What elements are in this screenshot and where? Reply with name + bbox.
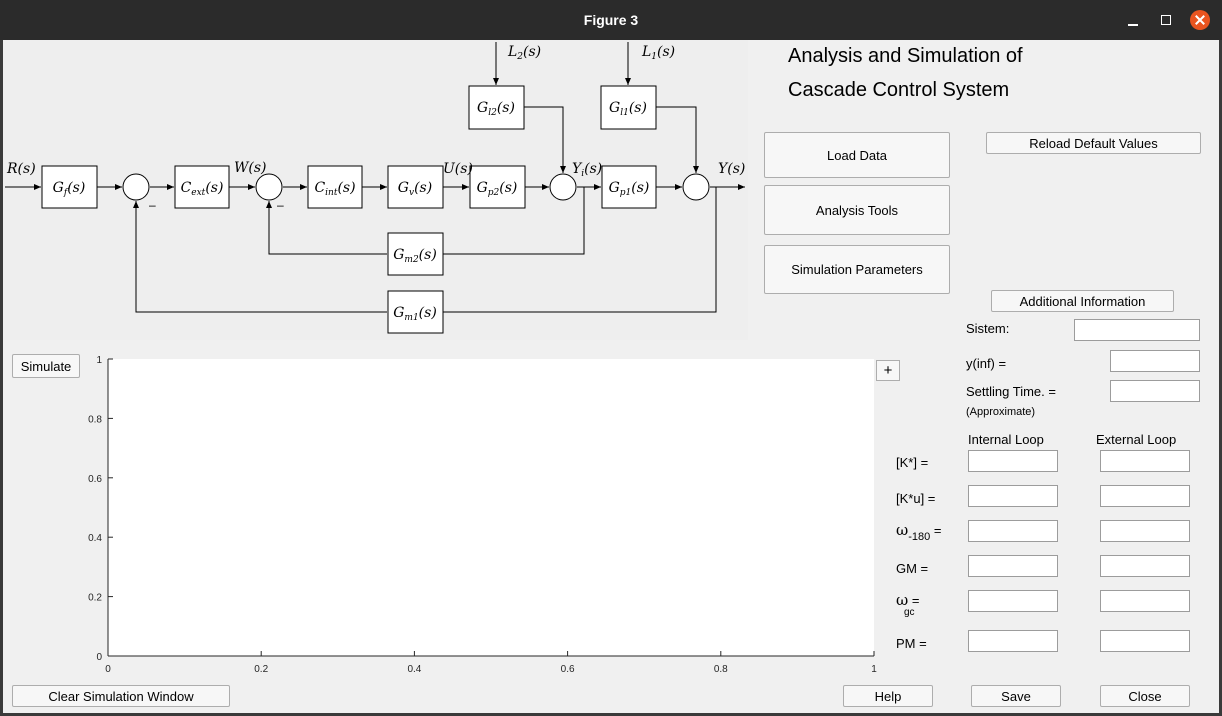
pm-internal-field[interactable] <box>968 630 1058 652</box>
x-tick-label: 0.8 <box>714 664 728 675</box>
pm-label: PM = <box>896 636 927 651</box>
signal-w-label: W(s) <box>234 160 267 176</box>
analysis-tools-button[interactable]: Analysis Tools <box>764 185 950 235</box>
k-star-label: [K*] = <box>896 455 929 470</box>
gm-label: GM = <box>896 561 929 576</box>
zoom-plus-button[interactable]: + <box>876 360 900 381</box>
block-gv-label: Gv(s) <box>398 180 432 198</box>
y-tick-label: 0.6 <box>88 474 102 485</box>
signal-u-label: U(s) <box>443 161 473 177</box>
x-tick-label: 0.2 <box>254 664 268 675</box>
approximate-label: (Approximate) <box>966 406 1036 418</box>
yinf-label: y(inf) = <box>966 356 1007 371</box>
maximize-icon[interactable] <box>1156 10 1176 30</box>
y-tick-label: 0.8 <box>88 414 102 425</box>
minus-sign-outer: – <box>149 198 156 212</box>
omega-gc-external-field[interactable] <box>1100 590 1190 612</box>
x-tick-label: 0.6 <box>561 664 575 675</box>
omega-180-internal-field[interactable] <box>968 520 1058 542</box>
omega-gc-internal-field[interactable] <box>968 590 1058 612</box>
settling-time-label: Settling Time. = <box>966 384 1056 399</box>
y-tick-label: 1 <box>96 355 102 366</box>
window-titlebar: Figure 3 <box>0 0 1222 40</box>
omega-gc-label: ω = gc <box>896 591 920 618</box>
signal-r-label: R(s) <box>6 161 36 177</box>
block-gl1-label: Gl1(s) <box>609 100 647 118</box>
y-tick-label: 0.4 <box>88 533 102 544</box>
signal-y-label: Y(s) <box>718 161 745 177</box>
simulate-button[interactable]: Simulate <box>12 354 80 378</box>
save-button[interactable]: Save <box>971 685 1061 707</box>
minus-sign-inner: – <box>277 198 284 212</box>
reload-default-values-button[interactable]: Reload Default Values <box>986 132 1201 154</box>
signal-yi-label: Yi(s) <box>572 161 602 179</box>
disturbance-l1-label: L1(s) <box>641 44 675 62</box>
pm-external-field[interactable] <box>1100 630 1190 652</box>
figure-client-area: Gf(s) Cext(s) Cint(s) Gv(s) Gp2(s) Gp1(s… <box>3 40 1219 713</box>
omega-180-label: ω-180 = <box>896 521 942 543</box>
y-tick-label: 0.2 <box>88 593 102 604</box>
sistem-field[interactable] <box>1074 319 1200 341</box>
x-tick-label: 1 <box>871 664 877 675</box>
k-star-external-field[interactable] <box>1100 450 1190 472</box>
clear-simulation-window-button[interactable]: Clear Simulation Window <box>12 685 230 707</box>
block-cext-label: Cext(s) <box>181 180 224 198</box>
window-title: Figure 3 <box>583 12 639 28</box>
minimize-icon[interactable] <box>1123 10 1143 30</box>
cascade-block-diagram: Gf(s) Cext(s) Cint(s) Gv(s) Gp2(s) Gp1(s… <box>3 40 748 340</box>
outer-summing-junction <box>122 173 150 201</box>
omega-180-external-field[interactable] <box>1100 520 1190 542</box>
gm-internal-field[interactable] <box>968 555 1058 577</box>
external-loop-header: External Loop <box>1096 432 1177 447</box>
app-heading-line2: Cascade Control System <box>788 79 1010 101</box>
l2-summing-junction <box>549 173 577 201</box>
settling-time-field[interactable] <box>1110 380 1200 402</box>
internal-loop-header: Internal Loop <box>968 432 1044 447</box>
block-gm1-label: Gm1(s) <box>393 305 437 323</box>
additional-information-button[interactable]: Additional Information <box>991 290 1174 312</box>
simulation-parameters-button[interactable]: Simulation Parameters <box>764 245 950 294</box>
app-heading-line1: Analysis and Simulation of <box>788 45 1023 67</box>
k-star-internal-field[interactable] <box>968 450 1058 472</box>
help-button[interactable]: Help <box>843 685 933 707</box>
load-data-button[interactable]: Load Data <box>764 132 950 178</box>
gm-external-field[interactable] <box>1100 555 1190 577</box>
yinf-field[interactable] <box>1110 350 1200 372</box>
l1-summing-junction <box>682 173 710 201</box>
block-gl2-label: Gl2(s) <box>477 100 515 118</box>
disturbance-l2-label: L2(s) <box>507 44 541 62</box>
sistem-label: Sistem: <box>966 321 1010 336</box>
k-star-u-internal-field[interactable] <box>968 485 1058 507</box>
x-tick-label: 0 <box>105 664 111 675</box>
close-window-icon[interactable] <box>1190 10 1210 30</box>
block-gp2-label: Gp2(s) <box>477 180 518 198</box>
inner-summing-junction <box>255 173 283 201</box>
x-tick-label: 0.4 <box>407 664 421 675</box>
block-gm2-label: Gm2(s) <box>393 247 437 265</box>
plot-area <box>108 359 874 656</box>
k-star-u-label: [K*u] = <box>896 491 936 506</box>
y-tick-label: 0 <box>96 652 102 663</box>
block-gf-label: Gf(s) <box>53 180 86 198</box>
close-button[interactable]: Close <box>1100 685 1190 707</box>
block-gp1-label: Gp1(s) <box>609 180 650 198</box>
block-cint-label: Cint(s) <box>314 180 355 198</box>
k-star-u-external-field[interactable] <box>1100 485 1190 507</box>
